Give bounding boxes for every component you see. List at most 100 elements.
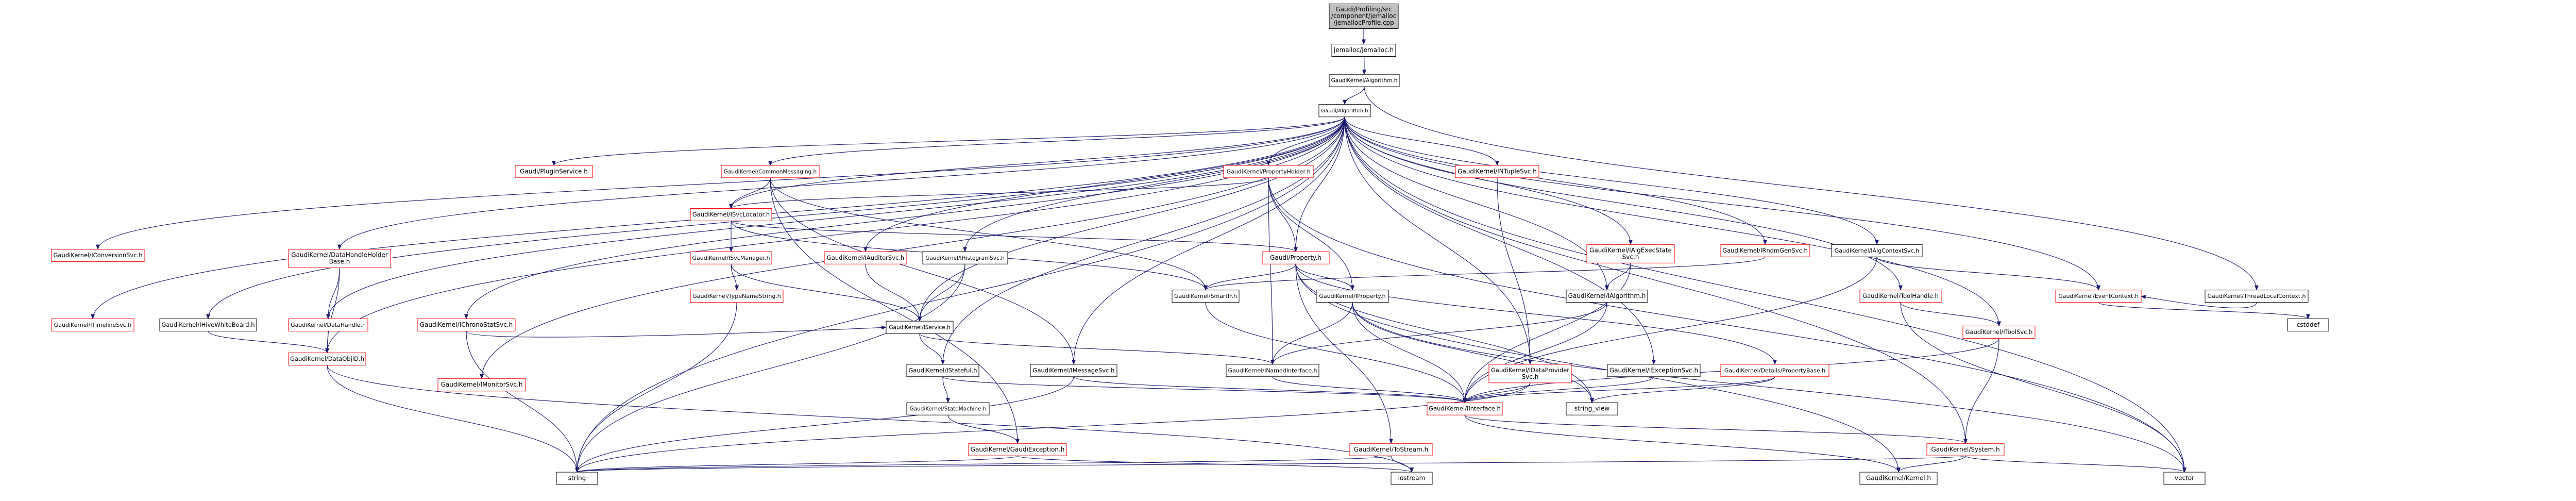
node-string_view[interactable]: string_view xyxy=(1566,402,1618,415)
edge-gaudi_property-to-iproperty xyxy=(1295,264,1354,291)
node-box xyxy=(906,402,990,415)
node-ialgcontextsvc[interactable]: GaudiKernel/IAlgContextSvc.h xyxy=(1831,244,1923,257)
edges-layer xyxy=(91,28,2310,473)
node-toolhandle[interactable]: GaudiKernel/ToolHandle.h xyxy=(1859,290,1942,303)
node-gaudi_algorithm[interactable]: Gaudi/Algorithm.h xyxy=(1318,104,1371,118)
edge-ihistogramsvc-to-iservice xyxy=(918,264,965,322)
node-inamedinterface[interactable]: GaudiKernel/INamedInterface.h xyxy=(1226,364,1319,377)
node-box xyxy=(556,472,598,485)
node-label: Svc.h xyxy=(1622,253,1639,260)
edge-toolhandle-to-vector xyxy=(1900,302,2187,473)
node-kernel[interactable]: GaudiKernel/Kernel.h xyxy=(1859,472,1938,485)
node-isvcmanager[interactable]: GaudiKernel/ISvcManager.h xyxy=(690,251,772,264)
node-dataobjid[interactable]: GaudiKernel/DataObjID.h xyxy=(288,352,366,365)
node-gaudi_property[interactable]: Gaudi/Property.h xyxy=(1262,251,1330,264)
edge-iservice-to-inamedinterface xyxy=(919,333,1275,365)
node-propertybase[interactable]: GaudiKernel/Details/PropertyBase.h xyxy=(1720,364,1829,377)
node-cstddef[interactable]: cstddef xyxy=(2287,318,2329,331)
edge-gaudi_algorithm-to-string xyxy=(575,116,1345,473)
node-box xyxy=(1329,3,1399,29)
node-iproperty[interactable]: GaudiKernel/IProperty.h xyxy=(1316,290,1389,303)
node-ihivewhiteboard[interactable]: GaudiKernel/IHiveWhiteBoard.h xyxy=(159,318,257,331)
node-isvclocator[interactable]: GaudiKernel/ISvcLocator.h xyxy=(690,208,772,222)
node-vector[interactable]: vector xyxy=(2163,472,2206,485)
edge-gaudi_algorithm-to-datahandle xyxy=(326,116,1345,320)
node-datahandle[interactable]: GaudiKernel/DataHandle.h xyxy=(288,318,368,331)
node-iservice[interactable]: GaudiKernel/IService.h xyxy=(886,321,954,334)
edge-gaudi_algorithm-to-ihistogramsvc xyxy=(963,116,1345,253)
edge-gaudi_algorithm-to-idataprovidersvc xyxy=(1344,116,1532,365)
node-label: GaudiKernel/System.h xyxy=(1931,446,1999,453)
node-box xyxy=(288,352,366,365)
node-label: GaudiKernel/INamedInterface.h xyxy=(1228,367,1317,374)
node-iexceptionsvc[interactable]: GaudiKernel/IExceptionSvc.h xyxy=(1607,364,1701,377)
node-threadlocalcontext[interactable]: GaudiKernel/ThreadLocalContext.h xyxy=(2205,290,2309,303)
node-itimelinesvc[interactable]: GaudiKernel/ITimelineSvc.h xyxy=(51,318,134,331)
node-iauditorsvc[interactable]: GaudiKernel/IAuditorSvc.h xyxy=(824,251,907,264)
edge-iexceptionsvc-to-iinterface xyxy=(1463,376,1654,404)
edge-gaudi_algorithm-to-ichronostatsvc xyxy=(464,116,1345,320)
node-eventcontext[interactable]: GaudiKernel/EventContext.h xyxy=(2055,290,2142,303)
node-label: GaudiKernel/DataObjID.h xyxy=(290,355,364,362)
edge-iservice-to-istateful xyxy=(919,333,945,365)
node-box xyxy=(1566,290,1648,303)
edge-gaudi_algorithm-to-iservice xyxy=(918,116,1345,322)
node-label: GaudiKernel/IInterface.h xyxy=(1429,405,1501,412)
node-statemachine[interactable]: GaudiKernel/StateMachine.h xyxy=(906,402,990,415)
edge-propertybase-to-string_view xyxy=(1590,376,1775,404)
node-gaudiexception[interactable]: GaudiKernel/GaudiException.h xyxy=(968,443,1067,456)
node-box xyxy=(1331,44,1396,57)
edge-ihivewhiteboard-to-dataobjid xyxy=(208,331,329,354)
node-ichronostatsvc[interactable]: GaudiKernel/IChronoStatSvc.h xyxy=(417,318,516,331)
node-jemalloc[interactable]: jemalloc/jemalloc.h xyxy=(1331,44,1396,57)
node-box xyxy=(1316,290,1389,303)
node-intuplesvc[interactable]: GaudiKernel/INTupleSvc.h xyxy=(1455,165,1539,178)
node-box xyxy=(1262,251,1330,264)
node-ialgorithm[interactable]: GaudiKernel/IAlgorithm.h xyxy=(1566,290,1648,303)
node-imessagesvc[interactable]: GaudiKernel/IMessageSvc.h xyxy=(1030,364,1117,377)
node-box xyxy=(2287,318,2329,331)
node-iinterface[interactable]: GaudiKernel/IInterface.h xyxy=(1427,402,1503,415)
node-irndmgensvc[interactable]: GaudiKernel/IRndmGenSvc.h xyxy=(1720,244,1810,257)
node-box xyxy=(690,290,784,303)
node-label: GaudiKernel/ITimelineSvc.h xyxy=(54,322,132,328)
edge-gk_algorithm-to-gaudi_algorithm xyxy=(1343,87,1365,105)
node-root[interactable]: Gaudi/Profiling/src/component/jemalloc/J… xyxy=(1329,3,1399,29)
node-smartif[interactable]: GaudiKernel/SmartIF.h xyxy=(1172,290,1240,303)
node-pluginservice[interactable]: Gaudi/PluginService.h xyxy=(515,165,593,178)
node-ihistogramsvc[interactable]: GaudiKernel/IHistogramSvc.h xyxy=(922,251,1008,264)
node-itoolsvc[interactable]: GaudiKernel/IToolSvc.h xyxy=(1962,325,2036,339)
node-system[interactable]: GaudiKernel/System.h xyxy=(1926,443,2005,456)
edge-eventcontext-to-cstddef xyxy=(2098,302,2310,320)
edge-commonmessaging-to-smartif xyxy=(770,177,1208,291)
node-box xyxy=(1607,364,1701,377)
node-typenamestring[interactable]: GaudiKernel/TypeNameString.h xyxy=(690,290,784,303)
node-itstream[interactable]: GaudiKernel/ToStream.h xyxy=(1349,443,1433,456)
node-label: GaudiKernel/IMonitorSvc.h xyxy=(441,381,523,388)
edge-ialgorithm-to-inamedinterface xyxy=(1270,302,1607,365)
node-label: GaudiKernel/IAuditorSvc.h xyxy=(827,254,904,261)
node-label: GaudiKernel/StateMachine.h xyxy=(909,406,986,412)
node-propertyholder[interactable]: GaudiKernel/PropertyHolder.h xyxy=(1223,165,1314,178)
node-imonitorsvc[interactable]: GaudiKernel/IMonitorSvc.h xyxy=(437,378,526,392)
node-gk_algorithm[interactable]: GaudiKernel/Algorithm.h xyxy=(1329,74,1400,87)
node-istateful[interactable]: GaudiKernel/IStateful.h xyxy=(906,364,979,377)
edge-datahandleholder-to-dataobjid xyxy=(325,268,340,354)
edge-gaudi_algorithm-to-iconversionsvc xyxy=(96,116,1345,250)
node-label: Gaudi/Property.h xyxy=(1270,254,1321,261)
node-label: GaudiKernel/ToStream.h xyxy=(1354,446,1428,453)
node-box xyxy=(1318,104,1371,118)
node-string[interactable]: string xyxy=(556,472,598,485)
node-box xyxy=(417,318,516,331)
node-commonmessaging[interactable]: GaudiKernel/CommonMessaging.h xyxy=(721,165,820,178)
node-box xyxy=(288,318,368,331)
node-iostream[interactable]: iostream xyxy=(1391,472,1433,485)
node-iconversionsvc[interactable]: GaudiKernel/IConversionSvc.h xyxy=(51,249,145,262)
edge-gaudi_property-to-kernel xyxy=(1295,264,1901,473)
edge-system-to-kernel xyxy=(1896,455,1966,473)
edge-iproperty-to-string_view xyxy=(1352,302,1594,404)
